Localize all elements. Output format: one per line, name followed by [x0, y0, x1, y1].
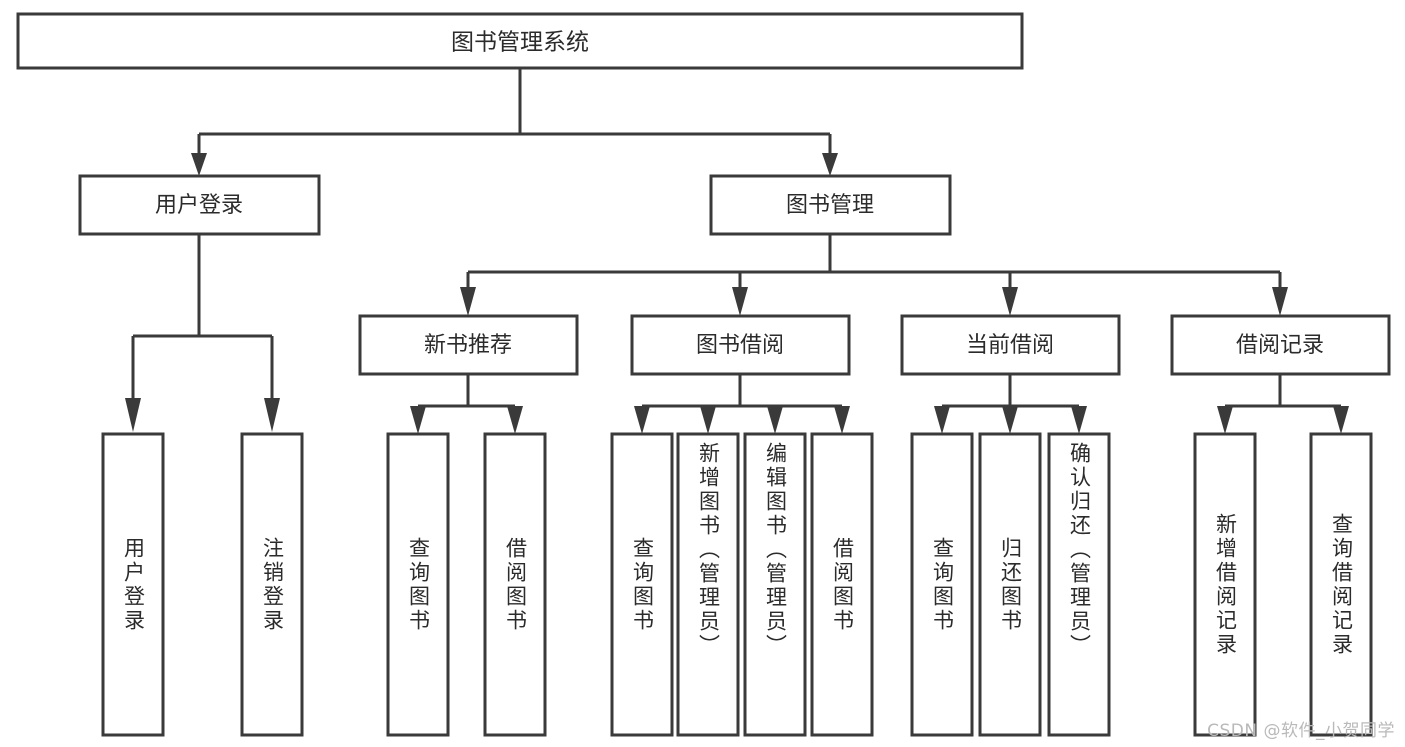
arrowhead-bb-leaf-2 [700, 406, 716, 434]
root-label: 图书管理系统 [451, 30, 589, 56]
arrowhead-leaf-user-login [125, 398, 141, 432]
arrowhead-new-book [460, 287, 476, 316]
arrowhead-br-leaf-1 [1217, 406, 1233, 434]
leaf-box-br-add-record[interactable] [1193, 432, 1257, 737]
borrow-record-label: 借阅记录 [1236, 333, 1324, 358]
node-book-management[interactable]: 图书管理 [709, 174, 952, 236]
new-book-recommend-box [358, 314, 579, 376]
arrowhead-nb-leaf-1 [410, 406, 426, 434]
book-management-box [709, 174, 952, 236]
root-box [16, 12, 1024, 70]
leaf-box-bb-borrow-book[interactable] [810, 432, 874, 737]
csdn-watermark: CSDN @软件_小贺同学 [1207, 721, 1395, 741]
arrowhead-cb-leaf-3 [1071, 406, 1087, 434]
leaf-box-nb-query-book[interactable] [386, 432, 450, 737]
leaf-box-br-query-record[interactable] [1309, 432, 1373, 737]
book-borrow-box [630, 314, 851, 376]
node-book-borrow[interactable]: 图书借阅 [630, 314, 851, 376]
arrowhead-borrow-record [1272, 287, 1288, 316]
leaf-box-cb-query-book[interactable] [910, 432, 974, 737]
node-user-login[interactable]: 用户登录 [78, 174, 321, 236]
arrowhead-cb-leaf-2 [1002, 406, 1018, 434]
node-new-book-recommend[interactable]: 新书推荐 [358, 314, 579, 376]
leaf-box-logout[interactable] [240, 432, 304, 737]
leaf-box-cb-return-book[interactable] [978, 432, 1042, 737]
arrowhead-bb-leaf-1 [634, 406, 650, 434]
leaf-box-bb-query-book[interactable] [610, 432, 674, 737]
leaf-box-cb-confirm-return[interactable] [1047, 432, 1111, 737]
current-borrow-box [900, 314, 1121, 376]
arrowhead-user-login [191, 153, 207, 176]
arrowhead-nb-leaf-2 [507, 406, 523, 434]
arrowhead-br-leaf-2 [1333, 406, 1349, 434]
node-borrow-record[interactable]: 借阅记录 [1170, 314, 1391, 376]
book-management-label: 图书管理 [786, 193, 874, 218]
new-book-recommend-label: 新书推荐 [424, 333, 512, 358]
leaf-box-bb-add-book[interactable] [676, 432, 740, 737]
arrowhead-bb-leaf-4 [834, 406, 850, 434]
arrowhead-current-borrow [1002, 287, 1018, 316]
arrowhead-cb-leaf-1 [934, 406, 950, 434]
leaf-box-bb-edit-book[interactable] [743, 432, 807, 737]
arrowhead-book-borrow [732, 287, 748, 316]
node-current-borrow[interactable]: 当前借阅 [900, 314, 1121, 376]
arrowhead-leaf-logout [264, 398, 280, 432]
borrow-record-box [1170, 314, 1391, 376]
user-login-label: 用户登录 [155, 193, 243, 218]
node-root[interactable]: 图书管理系统 [16, 12, 1024, 70]
leaf-box-user-login[interactable] [101, 432, 165, 737]
book-borrow-label: 图书借阅 [696, 333, 784, 358]
leaf-box-nb-borrow-book[interactable] [483, 432, 547, 737]
current-borrow-label: 当前借阅 [966, 333, 1054, 358]
arrowhead-bb-leaf-3 [767, 406, 783, 434]
arrowhead-book-manage [822, 153, 838, 176]
